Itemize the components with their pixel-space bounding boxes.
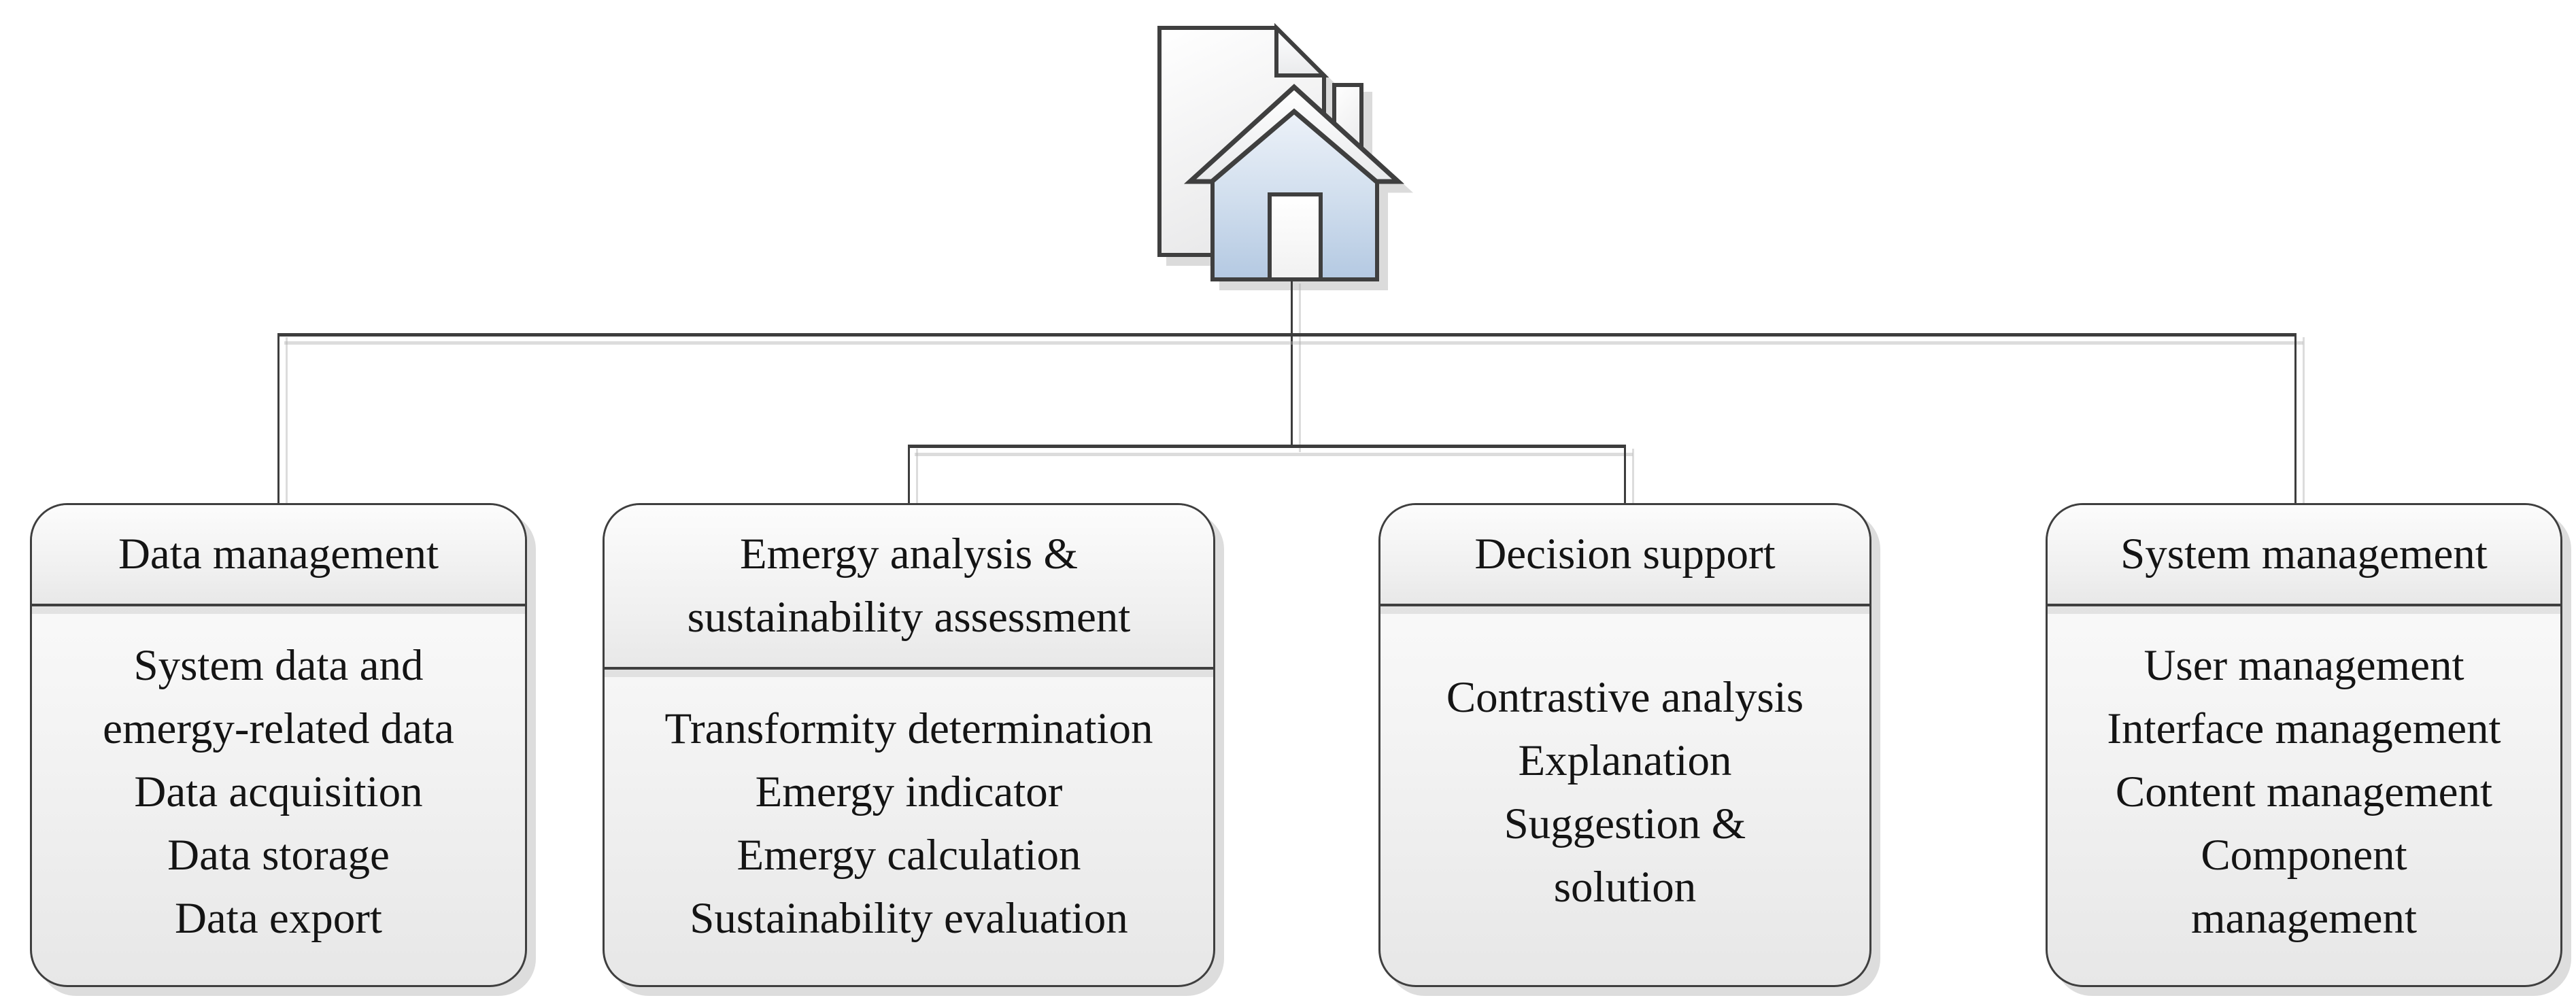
connector-drop-decision-support (1624, 445, 1626, 504)
node-title: Decision support (1380, 505, 1869, 606)
node-title: Data management (32, 505, 525, 606)
connector-drop-data-management (277, 333, 279, 503)
node-title: Emergy analysis & sustainability assessm… (605, 505, 1213, 670)
connector-inner-horizontal (908, 445, 1626, 448)
node-items: Contrastive analysis Explanation Suggest… (1446, 672, 1804, 912)
door-shape (1268, 192, 1323, 281)
connector-drop-emergy-analysis (908, 445, 910, 504)
node-emergy-analysis-sustainability-assessment: Emergy analysis & sustainability assessm… (603, 503, 1215, 987)
node-system-management: System management User management Interf… (2046, 503, 2562, 987)
connector-root-stub (1291, 279, 1293, 448)
node-items: User management Interface management Con… (2107, 641, 2501, 943)
node-items: System data and emergy-related data Data… (103, 641, 454, 943)
roof-shape (1183, 84, 1405, 184)
connector-outer-horizontal (277, 333, 2297, 337)
node-title: System management (2048, 505, 2560, 606)
node-items: Transformity determination Emergy indica… (664, 704, 1153, 943)
node-decision-support: Decision support Contrastive analysis Ex… (1378, 503, 1871, 987)
node-data-management: Data management System data and emergy-r… (30, 503, 527, 987)
connector-drop-system-management (2294, 333, 2297, 503)
home-document-icon (1157, 22, 1405, 281)
